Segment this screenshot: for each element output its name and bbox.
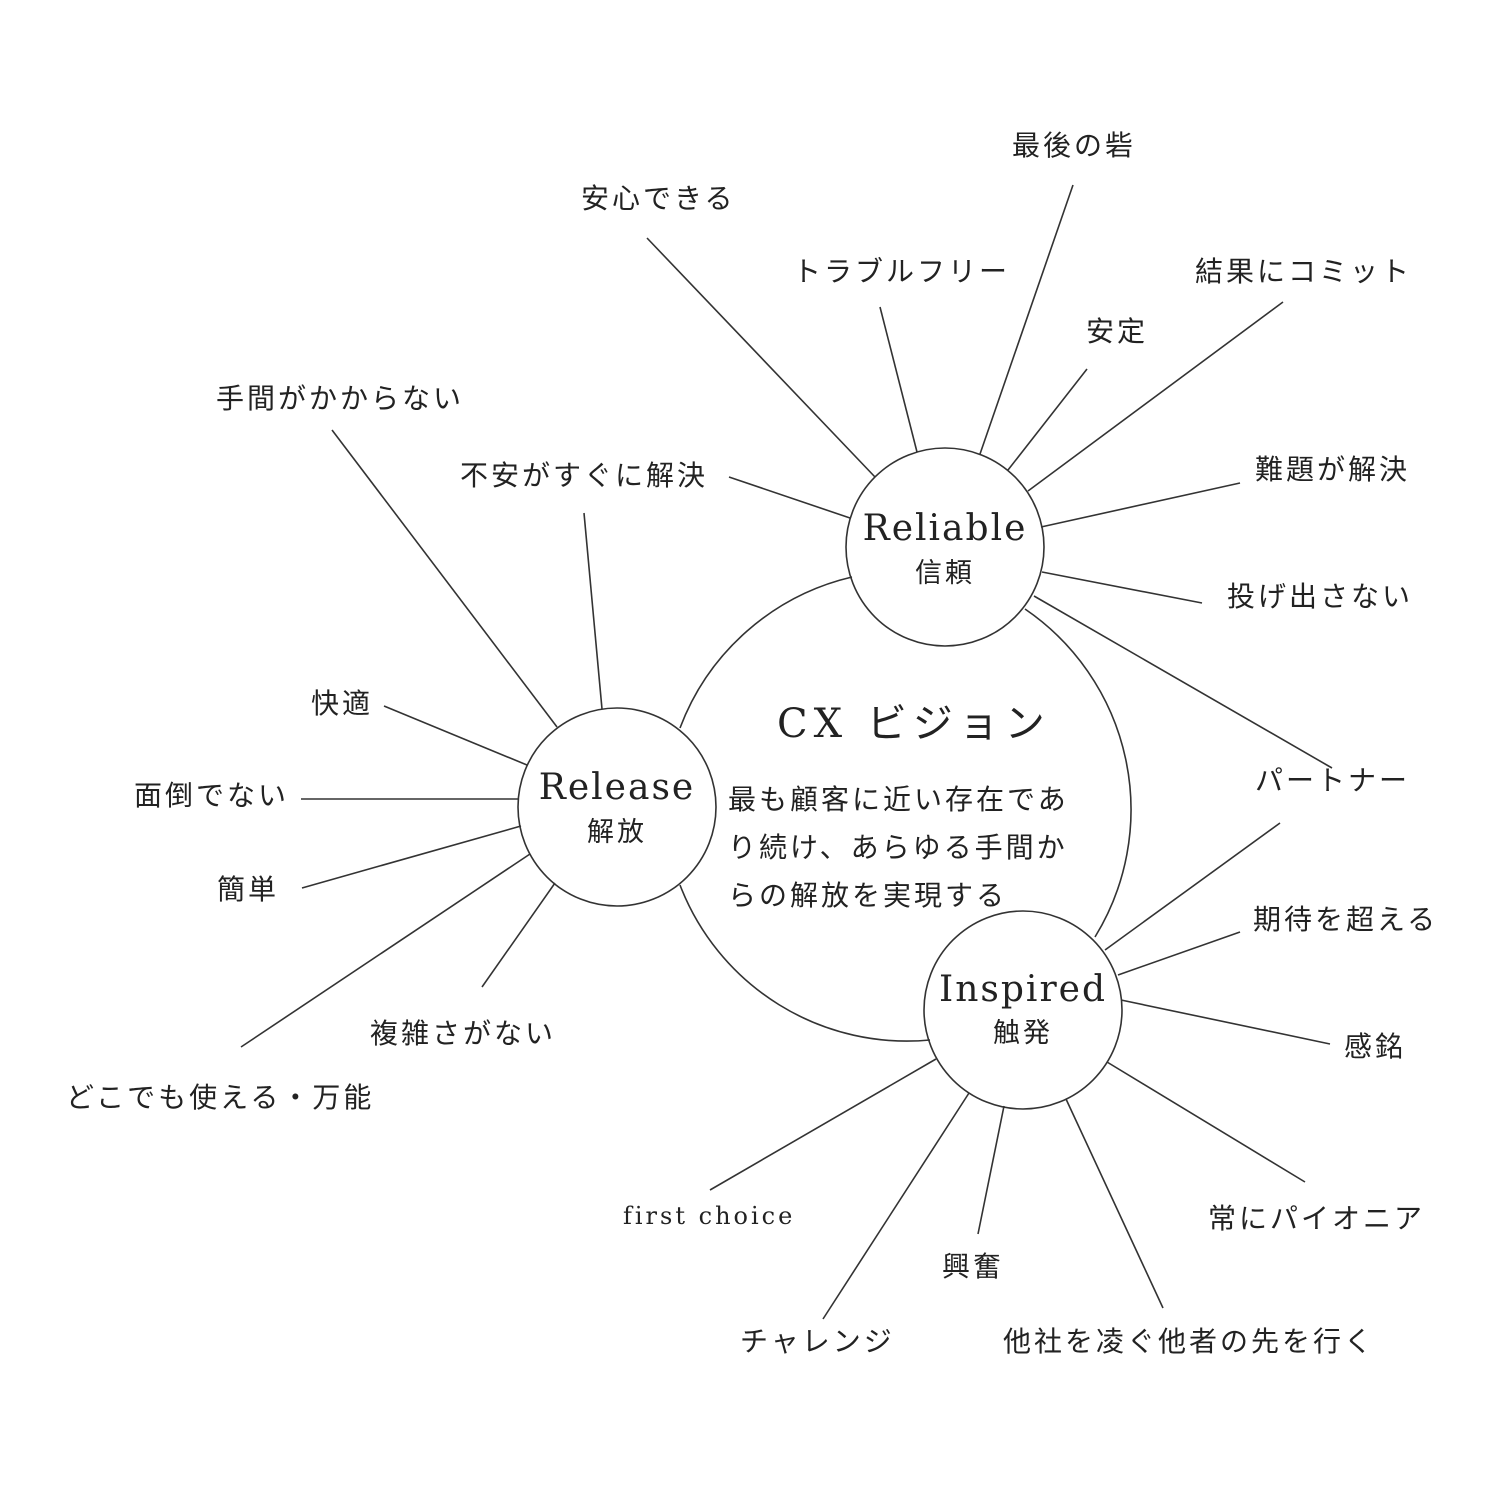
spoke-fukuzatsu [481, 882, 556, 988]
spoke-antei [1007, 368, 1088, 471]
label-kantan: 簡単 [217, 873, 280, 906]
label-anshin: 安心できる [581, 182, 736, 215]
reliable-node-subtitle: 信頼 [915, 558, 975, 589]
spoke-kitai [1117, 931, 1241, 976]
spoke-temakanai [331, 429, 558, 728]
spoke-kekka [1027, 301, 1284, 492]
spoke-nagedasanai [1041, 571, 1203, 604]
ring-arc-release-reliable [679, 576, 853, 729]
release-node-subtitle: 解放 [587, 817, 647, 848]
label-first-choice: first choice [623, 1202, 796, 1230]
center-description: 最も顧客に近い存在であ り続け、あらゆる手間か らの解放を実現する [728, 776, 1088, 920]
spoke-tasha [1065, 1098, 1164, 1309]
spoke-dokodemo [240, 853, 531, 1048]
spoke-saigo [979, 184, 1074, 455]
release-node-circle [517, 707, 717, 907]
label-trouble: トラブルフリー [793, 255, 1011, 288]
spoke-trouble [879, 306, 918, 453]
center-description-line: り続け、あらゆる手間か [728, 831, 1068, 864]
spoke-partner-inspired [1104, 822, 1281, 951]
ring-arc-inspired-release [679, 884, 931, 1042]
center-description-line: らの解放を実現する [728, 879, 1008, 912]
reliable-node-title: Reliable [862, 508, 1028, 549]
label-mendou: 面倒でない [134, 779, 290, 812]
inspired-node-subtitle: 触発 [993, 1018, 1053, 1049]
label-antei: 安定 [1086, 315, 1149, 348]
center-title: CX ビジョン [777, 701, 1051, 747]
reliable-node-circle [845, 447, 1045, 647]
label-nagedasanai: 投げ出さない [1227, 580, 1414, 613]
spoke-first-choice [709, 1058, 937, 1191]
spoke-release-top [583, 512, 603, 710]
release-node-title: Release [538, 767, 696, 808]
center-description-line: 最も顧客に近い存在であ [728, 783, 1069, 816]
spoke-kaiteki [383, 705, 528, 766]
label-saigo: 最後の砦 [1012, 129, 1137, 162]
spoke-fuan [728, 476, 851, 519]
label-kekka: 結果にコミット [1195, 255, 1413, 288]
label-kanmei: 感銘 [1344, 1030, 1407, 1063]
label-fukuzatsu: 複雑さがない [370, 1017, 557, 1050]
ring-arc-reliable-inspired [1024, 608, 1132, 938]
inspired-node-title: Inspired [939, 969, 1107, 1010]
label-challenge: チャレンジ [740, 1325, 895, 1358]
spoke-anshin [646, 237, 876, 478]
label-kitai: 期待を超える [1253, 903, 1439, 936]
label-nandai: 難題が解決 [1255, 453, 1411, 486]
spoke-kanmei [1120, 999, 1331, 1045]
label-tasha: 他社を凌ぐ他者の先を行く [1003, 1325, 1376, 1358]
label-kofun: 興奮 [942, 1250, 1005, 1283]
label-temakanai: 手間がかからない [216, 382, 465, 415]
label-fuan: 不安がすぐに解決 [460, 459, 709, 492]
spoke-kantan [301, 825, 522, 889]
label-pioneer: 常にパイオニア [1208, 1202, 1426, 1235]
spoke-nandai [1040, 482, 1241, 528]
label-partner: パートナー [1255, 764, 1411, 797]
spoke-pioneer [1106, 1061, 1306, 1183]
label-dokodemo: どこでも使える・万能 [66, 1081, 375, 1114]
spoke-challenge [822, 1092, 970, 1320]
inspired-node-circle [923, 910, 1123, 1110]
spoke-partner [1033, 595, 1333, 769]
spoke-kofun [977, 1105, 1005, 1235]
label-kaiteki: 快適 [311, 687, 374, 720]
